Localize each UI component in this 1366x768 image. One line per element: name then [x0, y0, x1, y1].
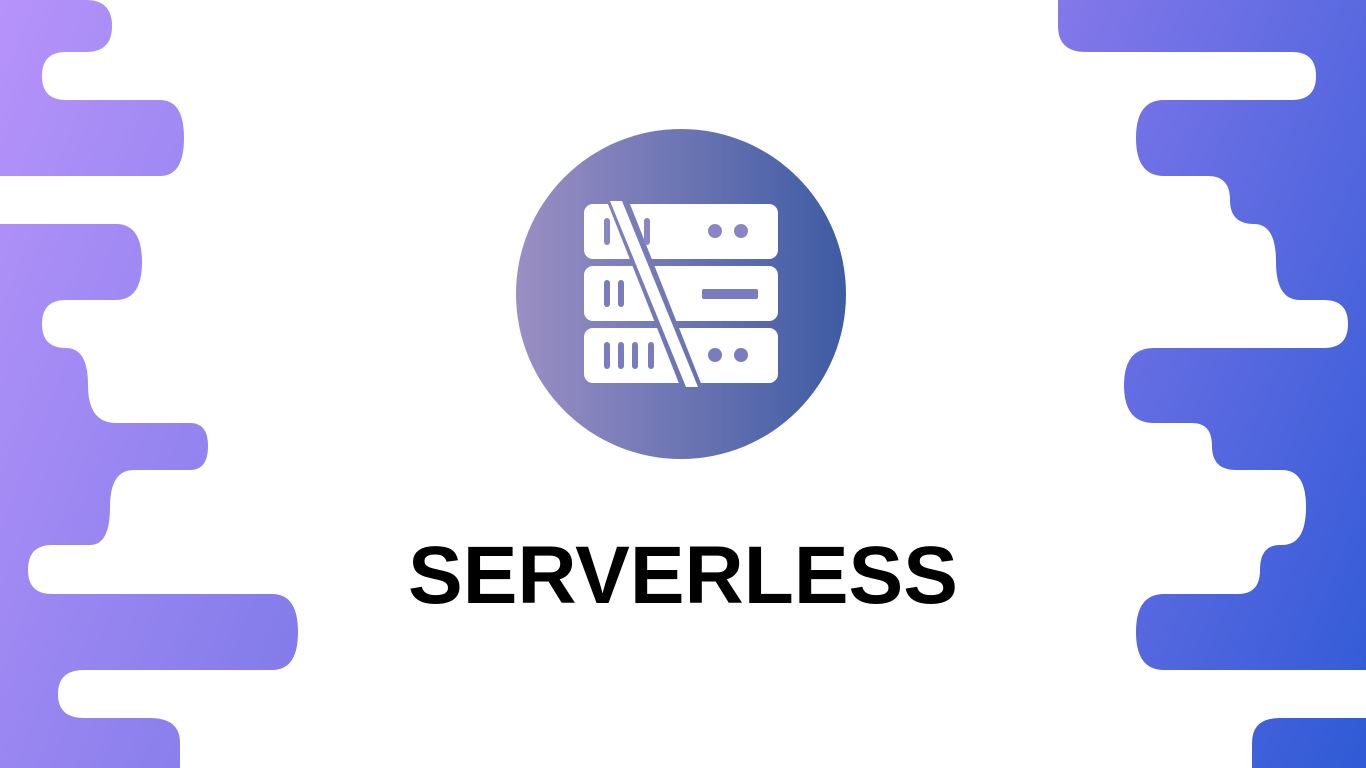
serverless-server-rack-icon	[516, 129, 846, 459]
page-title: SERVERLESS	[408, 530, 958, 621]
